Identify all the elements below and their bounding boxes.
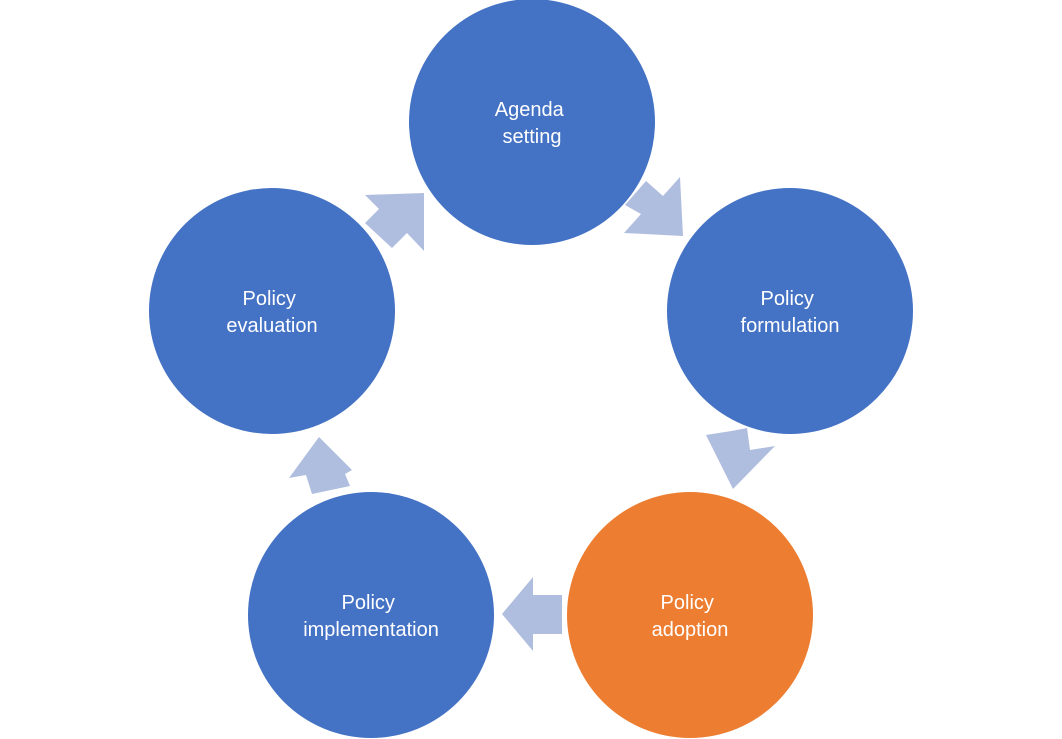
stage-label-line1: Policy [661, 592, 714, 614]
stage-label-line1: Policy [243, 288, 296, 310]
arrow-implementation-to-evaluation-icon [289, 437, 352, 494]
stage-label-line2: implementation [303, 619, 439, 641]
arrow-evaluation-to-agenda-icon [365, 193, 424, 251]
stage-node [667, 188, 913, 434]
stage-node [567, 492, 813, 738]
stage-policy-formulation: Policy formulation [667, 188, 913, 434]
stage-policy-implementation: Policy implementation [248, 492, 494, 738]
arrow-adoption-to-implementation-icon [502, 577, 562, 651]
stage-label: Policy implementation [303, 592, 439, 641]
stage-node [248, 492, 494, 738]
stage-node [409, 0, 655, 245]
stage-label-line1: Policy [342, 592, 395, 614]
stage-node [149, 188, 395, 434]
stage-label-line2: evaluation [226, 315, 317, 337]
stage-label-line2: adoption [652, 619, 729, 641]
arrow-agenda-to-formulation-icon [624, 177, 683, 236]
stage-label-line2: setting [503, 126, 562, 148]
stage-label-line1: Agenda [495, 99, 565, 121]
stage-label: Policy formulation [741, 288, 840, 337]
stage-agenda-setting: Agenda setting [409, 0, 655, 245]
stage-label: Policy evaluation [226, 288, 317, 337]
stage-label-line1: Policy [761, 288, 814, 310]
stage-policy-adoption: Policy adoption [567, 492, 813, 738]
cycle-arrows [289, 177, 775, 651]
arrow-formulation-to-adoption-icon [706, 428, 775, 489]
stage-label-line2: formulation [741, 315, 840, 337]
stage-policy-evaluation: Policy evaluation [149, 188, 395, 434]
stage-label: Policy adoption [652, 592, 729, 641]
stage-label: Agenda setting [495, 99, 570, 148]
